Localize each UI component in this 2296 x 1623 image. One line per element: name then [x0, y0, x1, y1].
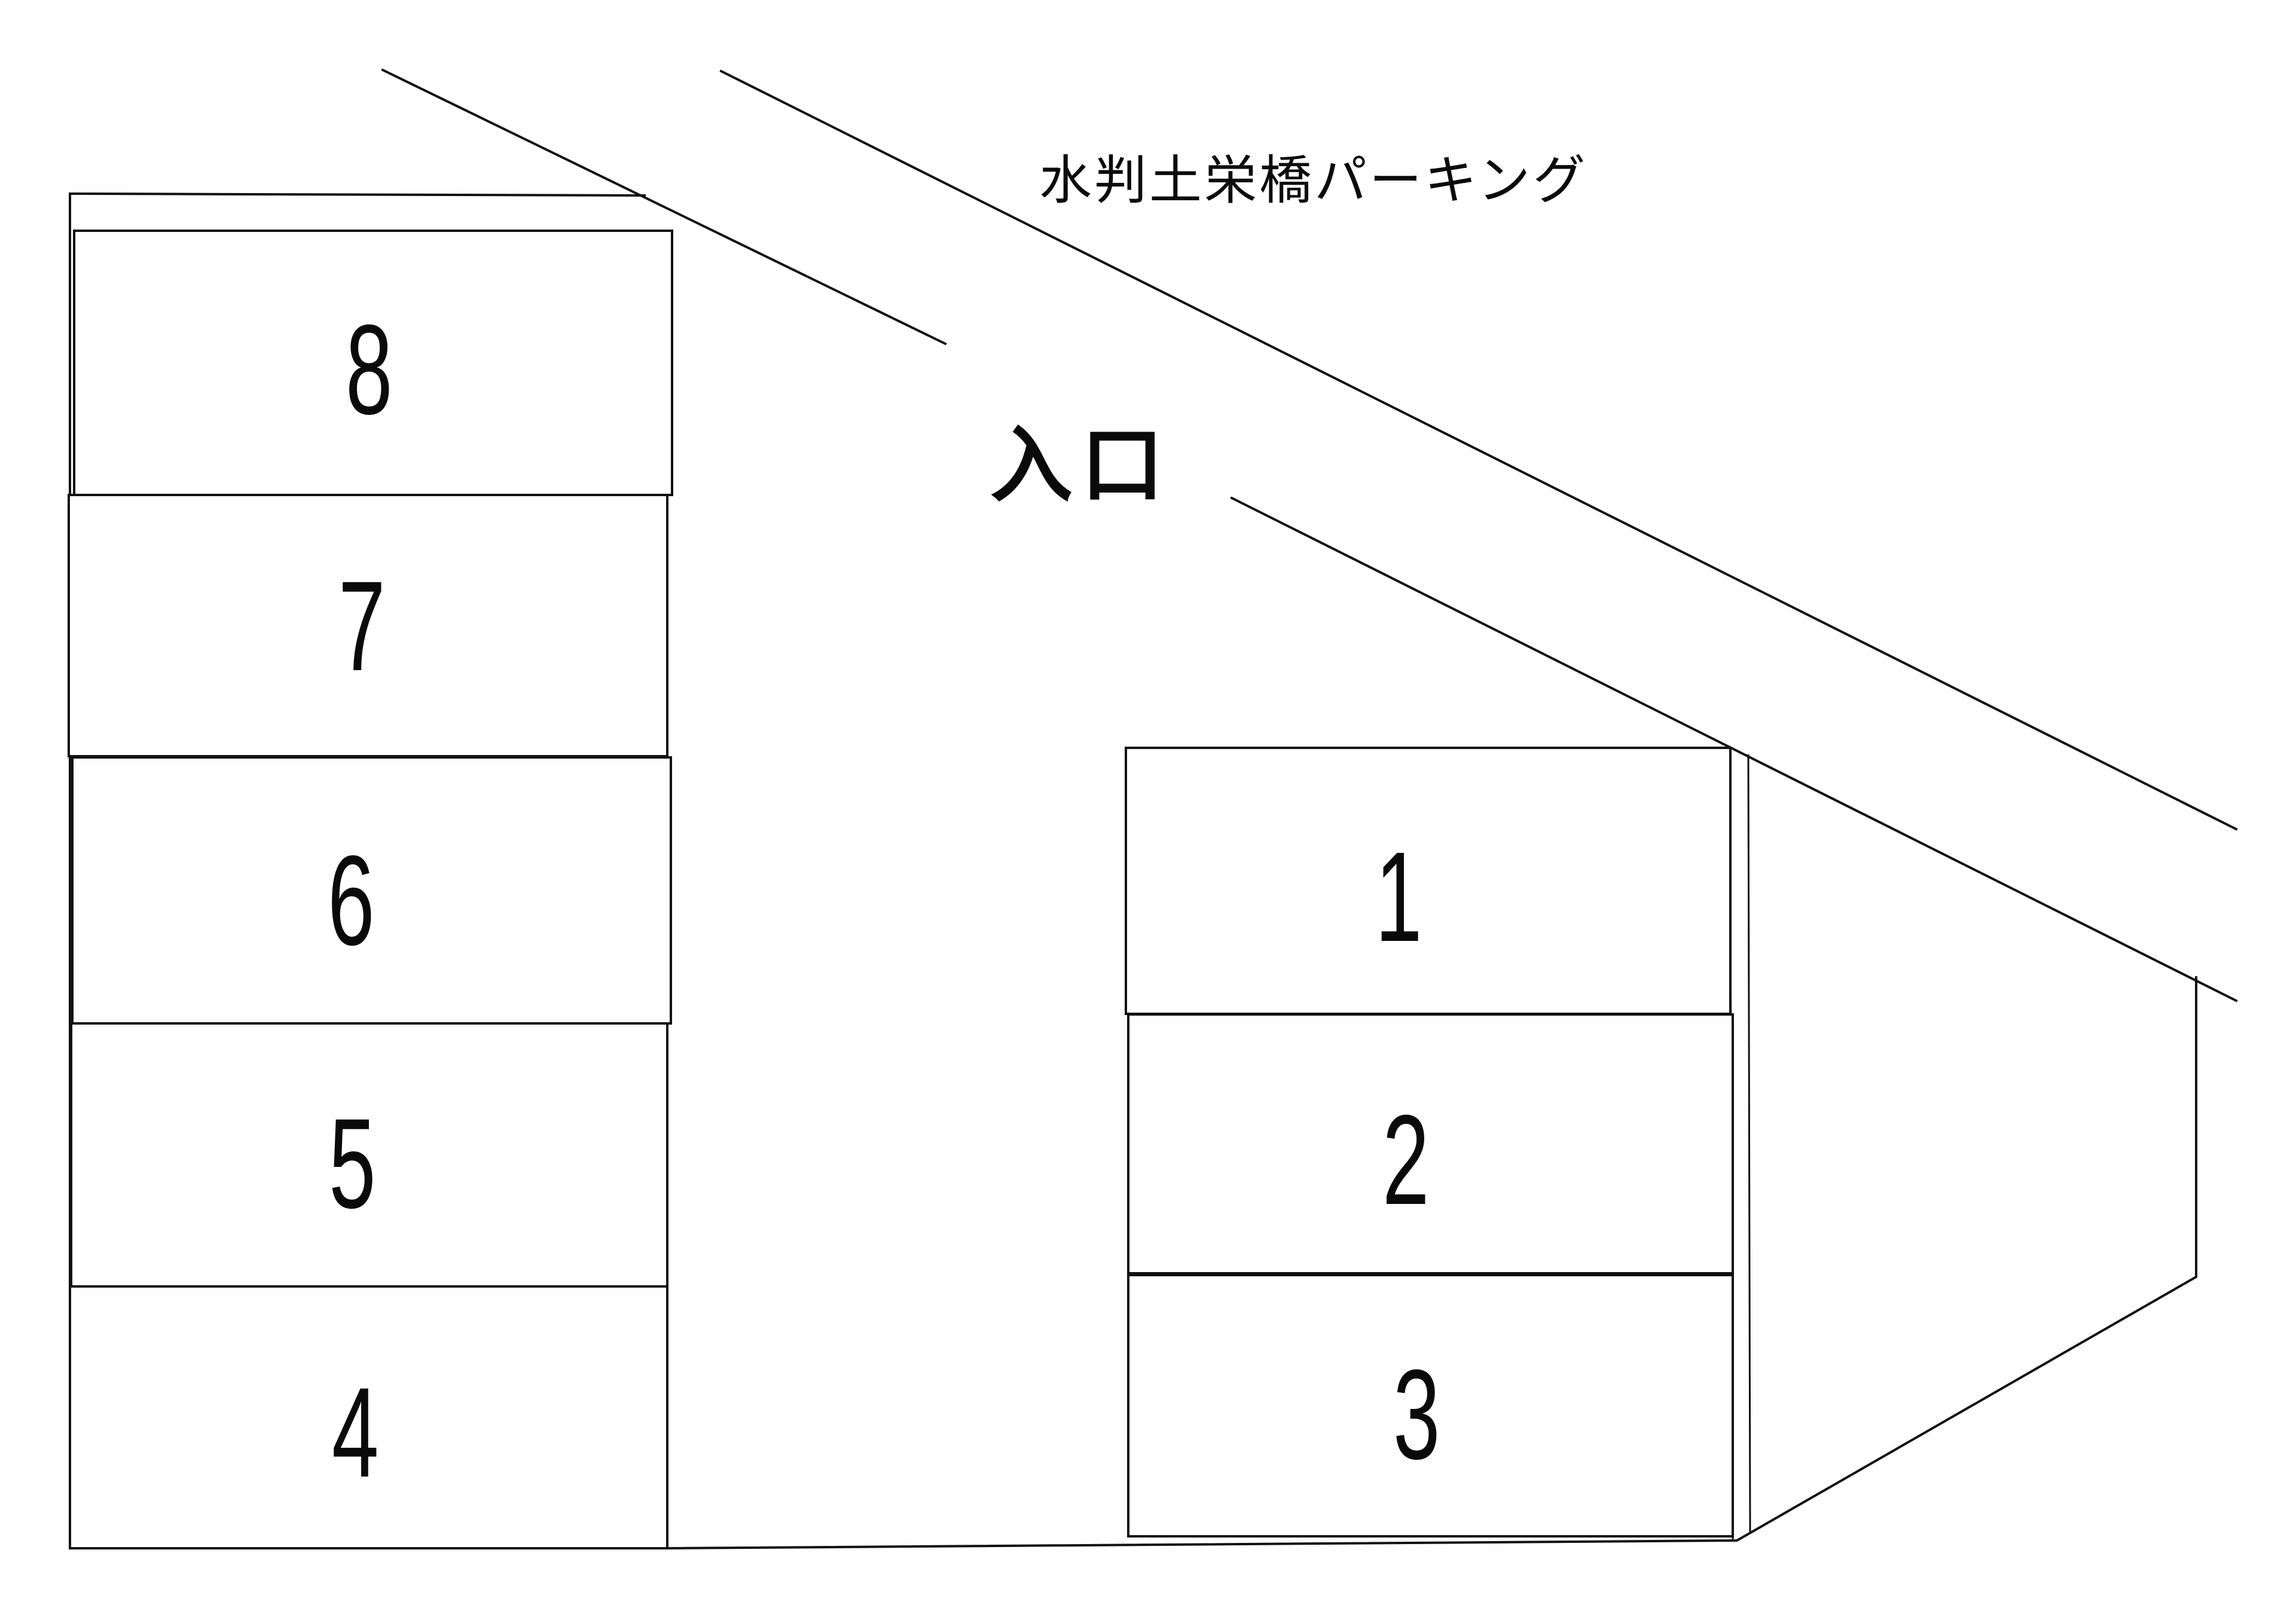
spot-number-8: 8 [346, 298, 393, 441]
road-edge-upper-left [381, 68, 947, 346]
road-edge-upper-right [719, 69, 2238, 831]
parking-spot-8[interactable] [73, 230, 673, 496]
parking-spot-4[interactable] [69, 1285, 668, 1549]
lot-title: 水判土栄橋パーキング [1039, 151, 1588, 210]
entrance-label: 入口 [990, 420, 1173, 512]
spot-number-2: 2 [1382, 1089, 1430, 1231]
spot-number-1: 1 [1375, 826, 1422, 968]
lot-outer-wall [1747, 754, 1751, 1533]
road-edge-lower [1230, 496, 2238, 1002]
parking-spot-2[interactable] [1127, 1013, 1734, 1274]
parking-spot-3[interactable] [1127, 1274, 1734, 1538]
spot-number-3: 3 [1393, 1343, 1440, 1486]
spot-number-4: 4 [332, 1361, 379, 1504]
spot-number-7: 7 [338, 555, 386, 698]
spot-number-5: 5 [329, 1092, 376, 1235]
spot-number-6: 6 [328, 829, 375, 972]
parking-spot-1[interactable] [1125, 747, 1732, 1015]
